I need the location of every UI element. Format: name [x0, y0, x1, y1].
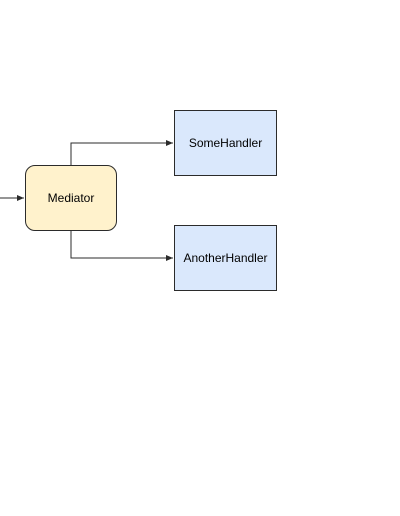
edge-mediator-to-somehandler	[70, 140, 173, 165]
somehandler-node: SomeHandler	[174, 110, 277, 176]
somehandler-label: SomeHandler	[188, 136, 263, 150]
edge-mediator-to-anotherhandler	[70, 231, 173, 261]
mediator-label: Mediator	[47, 191, 95, 205]
anotherhandler-node: AnotherHandler	[174, 225, 277, 291]
anotherhandler-label: AnotherHandler	[183, 251, 268, 265]
mediator-node: Mediator	[25, 165, 117, 231]
